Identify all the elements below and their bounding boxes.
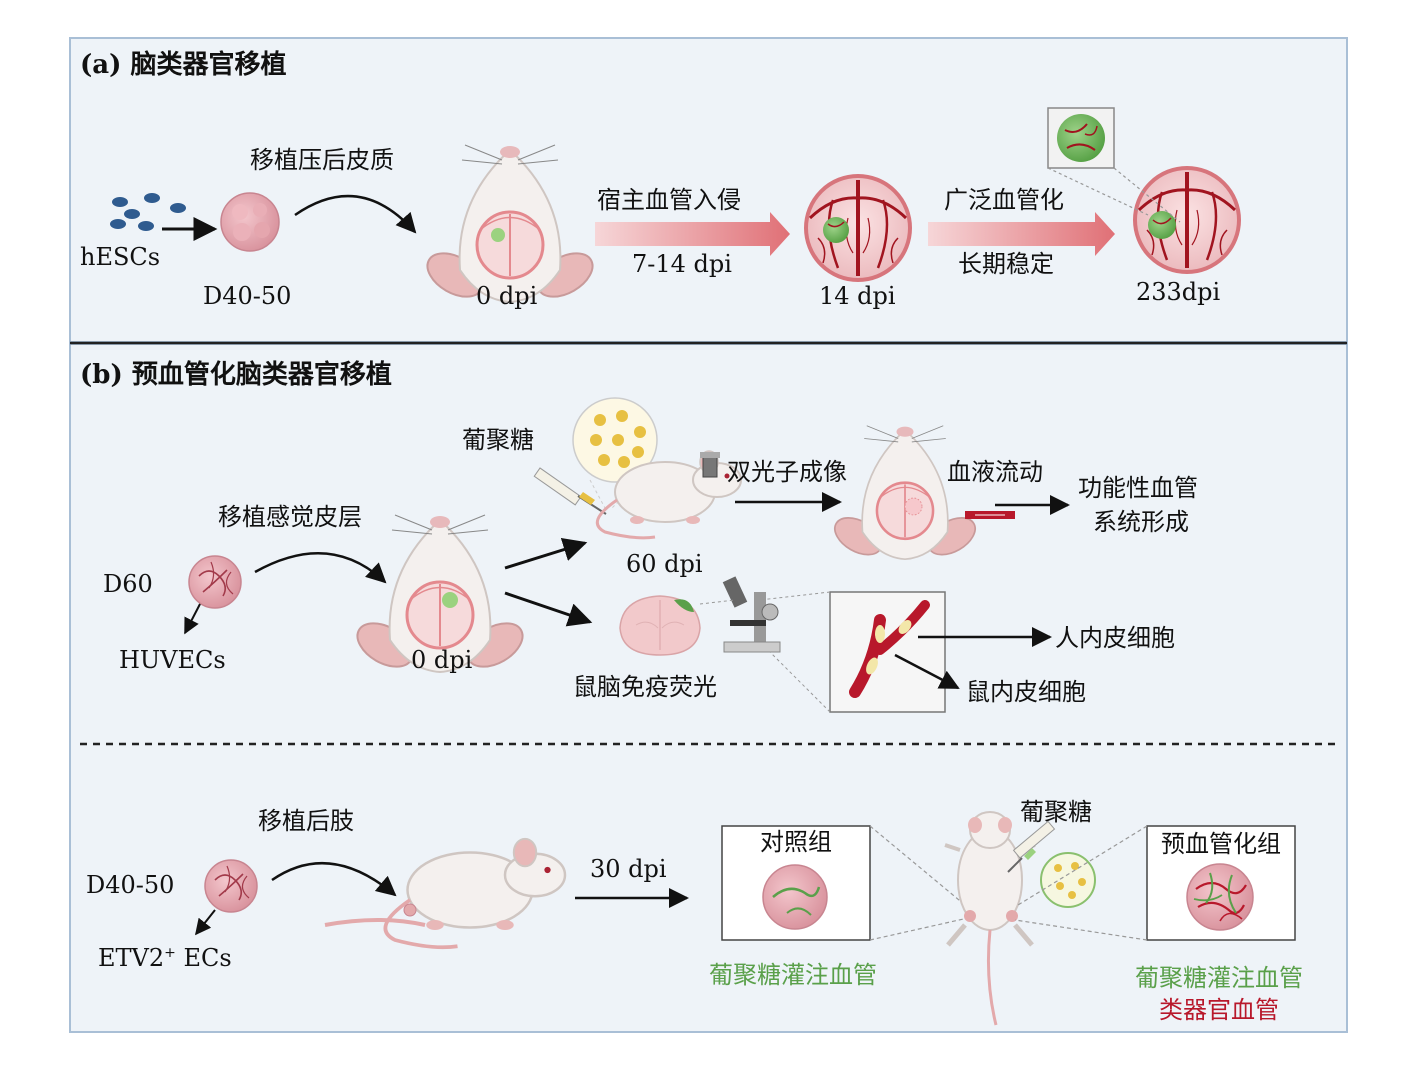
vascularization-label: 广泛血管化 bbox=[944, 186, 1064, 214]
host-invasion-label: 宿主血管入侵 bbox=[597, 186, 741, 214]
syringe-c bbox=[1007, 820, 1056, 873]
panel-c-dextran-label: 葡聚糖 bbox=[1020, 798, 1092, 826]
hindlimb-label: 移植后肢 bbox=[258, 807, 354, 835]
huvecs-label: HUVECs bbox=[119, 646, 226, 674]
organoid-b bbox=[188, 555, 242, 609]
panel-a-title: (a) 脑类器官移植 bbox=[80, 50, 287, 80]
prevasc-group-label: 预血管化组 bbox=[1161, 830, 1281, 858]
vessel-branch bbox=[849, 600, 930, 698]
arrow-mouse-ec bbox=[894, 653, 960, 690]
functional-vessel-label-2: 系统形成 bbox=[1093, 508, 1189, 536]
immunofluorescence-label: 鼠脑免疫荧光 bbox=[573, 673, 717, 701]
mouse-ec-label: 鼠内皮细胞 bbox=[966, 678, 1086, 706]
panel-b-dextran-label: 葡聚糖 bbox=[462, 426, 534, 454]
control-caption: 葡聚糖灌注血管 bbox=[709, 961, 877, 989]
mouse-head-b bbox=[348, 513, 532, 678]
dextran-beads-c bbox=[1054, 862, 1086, 899]
hesc-cells bbox=[110, 193, 186, 231]
panel-a-14dpi-label: 14 dpi bbox=[819, 282, 896, 310]
organoid-c bbox=[204, 859, 258, 913]
prevasc-organoid bbox=[1186, 863, 1254, 931]
human-ec-label: 人内皮细胞 bbox=[1055, 624, 1175, 652]
objective-lens bbox=[700, 452, 720, 478]
mouse-top-view bbox=[944, 811, 1036, 1026]
arrow-to-imaging bbox=[504, 537, 588, 570]
panel-a-box bbox=[69, 37, 1348, 343]
stability-label: 长期稳定 bbox=[958, 250, 1054, 278]
arrow-etv2 bbox=[195, 909, 216, 936]
organoid-a bbox=[220, 192, 280, 252]
arrow-to-if bbox=[504, 591, 593, 627]
mouse-head-imaging bbox=[827, 424, 983, 564]
panel-b-60dpi-label: 60 dpi bbox=[626, 550, 703, 578]
control-organoid bbox=[762, 864, 828, 930]
arrow-vascularization bbox=[928, 212, 1115, 256]
etv2-label: ETV2+ ECs bbox=[98, 944, 232, 972]
brain-233dpi bbox=[1133, 166, 1241, 274]
panel-c-stage-label: D40-50 bbox=[86, 871, 175, 899]
arrow-host-invasion bbox=[595, 212, 790, 256]
panel-c-30dpi-label: 30 dpi bbox=[590, 855, 667, 883]
microscope bbox=[722, 576, 781, 653]
blood-flow-label: 血液流动 bbox=[947, 458, 1043, 486]
brain-14dpi bbox=[804, 174, 912, 282]
panel-a-233dpi-label: 233dpi bbox=[1136, 278, 1221, 306]
dextran-beads bbox=[590, 410, 646, 468]
vessel-inset bbox=[829, 591, 946, 713]
arrow-transplant-c bbox=[271, 862, 397, 897]
transplant-cortex-label: 移植压后皮质 bbox=[250, 146, 394, 174]
panel-a-stage-label: D40-50 bbox=[203, 282, 292, 310]
hesc-label: hESCs bbox=[80, 243, 161, 271]
functional-vessel-label-1: 功能性血管 bbox=[1078, 474, 1198, 502]
inset-organoid-green bbox=[1057, 114, 1105, 162]
transplant-sensory-label: 移植感觉皮层 bbox=[218, 503, 362, 531]
panel-b-stage-label: D60 bbox=[103, 570, 153, 598]
syringe-b bbox=[533, 467, 607, 515]
arrow-transplant-a bbox=[294, 194, 417, 234]
mouse-brain-section bbox=[619, 595, 701, 656]
panel-a-0dpi-label: 0 dpi bbox=[476, 282, 538, 310]
arrow-transplant-b bbox=[254, 552, 387, 584]
panel-b-0dpi-label: 0 dpi bbox=[411, 646, 473, 674]
control-group-label: 对照组 bbox=[760, 828, 832, 856]
prevasc-caption-1: 葡聚糖灌注血管 bbox=[1135, 964, 1303, 992]
dextran-bead-circle-c bbox=[1040, 852, 1096, 908]
two-photon-label: 双光子成像 bbox=[727, 458, 847, 486]
prevasc-caption-2: 类器官血管 bbox=[1159, 996, 1279, 1024]
arrow-huvecs bbox=[184, 603, 201, 635]
panel-b-title: (b) 预血管化脑类器官移植 bbox=[80, 360, 392, 390]
mouse-head-a bbox=[418, 143, 602, 308]
invasion-time-label: 7-14 dpi bbox=[632, 250, 732, 278]
